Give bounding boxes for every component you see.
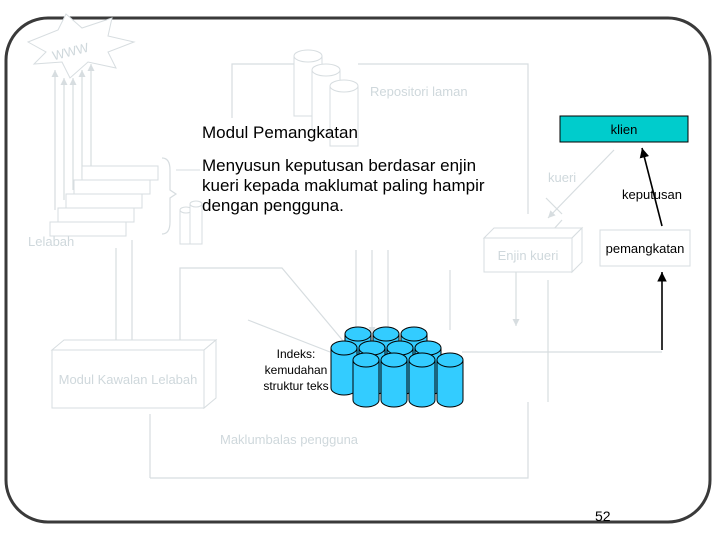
crawler-stack [49, 165, 159, 237]
index-cylinder [436, 352, 464, 408]
repository-label: Repositori laman [370, 84, 468, 99]
index-cylinder [380, 352, 408, 408]
query-engine-label: Enjin kueri [497, 247, 559, 263]
client-label: klien [610, 121, 638, 137]
repository-links [231, 63, 563, 215]
crawl-control-box [50, 338, 218, 410]
query-label: kueri [548, 170, 577, 185]
repository-cylinders [293, 49, 359, 147]
index-cylinder [408, 352, 436, 408]
ranking-box [599, 229, 691, 267]
page-number: 52 [595, 508, 611, 524]
crawl-control-label: Modul Kawalan Lelabah [58, 371, 198, 387]
query-engine-box [482, 226, 584, 274]
www-burst-shape [26, 13, 136, 79]
crawler-brace [161, 157, 178, 235]
index-cylinders [330, 326, 464, 408]
result-label: keputusan [622, 187, 682, 202]
result-arrow [639, 147, 663, 227]
index-feeds [352, 250, 392, 334]
crawler-label: Lelabah [28, 234, 75, 249]
slide-frame [4, 16, 712, 524]
small-cylinders [179, 200, 203, 245]
client-box [559, 115, 689, 143]
module-title: Modul Pemangkatan [202, 123, 358, 142]
feedback-label: Maklumbalas pengguna [220, 432, 359, 447]
module-description: Menyusun keputusan berdasar enjin kueri … [202, 156, 485, 215]
crawl-arrows [51, 64, 95, 210]
index-label: Indeks: kemudahan struktur teks [263, 347, 329, 393]
ranking-label: pemangkatan [605, 240, 685, 256]
index-cylinder [352, 352, 380, 408]
control-loops [112, 219, 662, 479]
query-arrow [547, 149, 615, 219]
